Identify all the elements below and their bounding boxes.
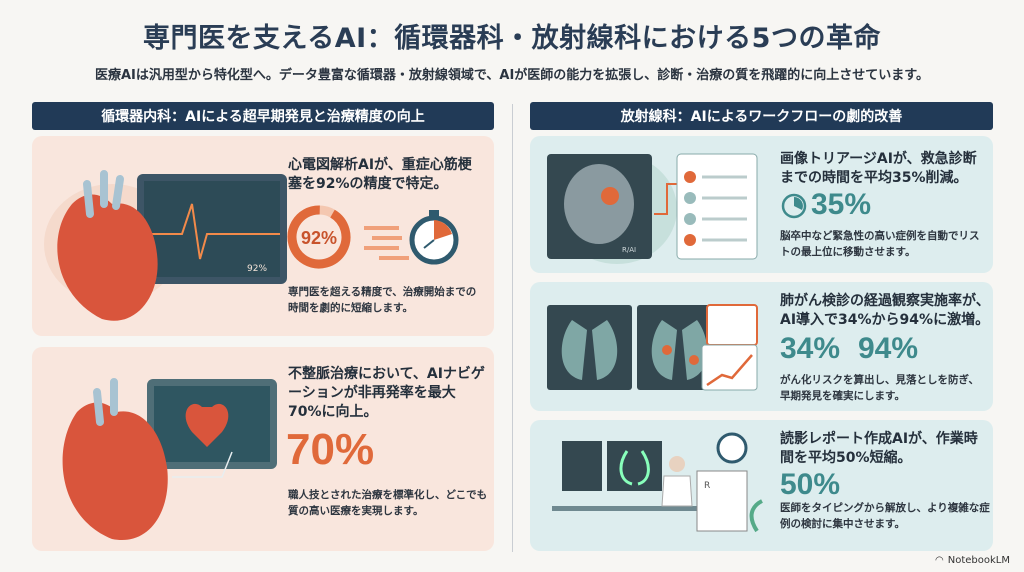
ecg-heading: 心電図解析AIが、重症心筋梗塞を92%の精度で特定。 <box>288 157 472 192</box>
brain-triage-illustration: R/AI <box>547 153 758 264</box>
notebooklm-icon: ◠ <box>935 555 944 566</box>
radiologist-desk-illustration: R <box>552 432 764 533</box>
radiology-header: 放射線科：AIによるワークフローの劇的改善 <box>530 102 993 130</box>
column-divider <box>512 104 513 552</box>
report-heading: 読影レポート作成AIが、作業時間を平均50%短縮。 <box>780 431 978 466</box>
monitor-percent-label: 92% <box>247 264 267 274</box>
accuracy-ring-label: 92% <box>301 228 337 248</box>
arrhythmia-stat: 70% <box>286 425 375 474</box>
lung-stat-after: 94% <box>858 332 919 365</box>
report-label: R <box>704 481 710 491</box>
triage-stat: 35% <box>811 188 872 221</box>
triage-body: 脳卒中など緊急性の高い症例を自動でリストの最上位に移動させます。 <box>780 230 980 258</box>
triage-heading: 画像トリアージAIが、救急診断までの時間を平均35%削減。 <box>780 151 977 186</box>
report-card: R 読影レポート作成AIが、作業時間を平均50%短縮。 50% 医師をタイピング… <box>530 420 993 551</box>
lung-stat-before: 34% <box>780 332 841 365</box>
lung-scan-illustration <box>547 304 758 391</box>
triage-card: R/AI 画像トリアージAIが、救急診断までの時間を平均35%削減。 35% 脳… <box>530 136 993 273</box>
notebooklm-logo: ◠ NotebookLM <box>935 555 1010 566</box>
ecg-body: 専門医を超える精度で、治療開始までの時間を劇的に短縮します。 <box>288 286 477 314</box>
lung-screening-card: 肺がん検診の経過観察実施率が、AI導入で34%から94%に激増。 34% 94%… <box>530 282 993 411</box>
page-subtitle: 医療AIは汎用型から特化型へ。データ豊富な循環器・放射線領域で、AIが医師の能力… <box>95 68 929 83</box>
report-stat: 50% <box>780 468 841 501</box>
page-title: 専門医を支えるAI：循環器科・放射線科における5つの革命 <box>143 23 881 54</box>
scan-label: R/AI <box>622 246 636 254</box>
notebooklm-brand: NotebookLM <box>947 555 1010 566</box>
arrhythmia-heading: 不整脈治療において、AIナビゲーションが非再発率を最大70%に向上。 <box>288 366 485 420</box>
clock-icon <box>781 193 807 219</box>
arrhythmia-body: 職人技とされた治療を標準化し、どこでも質の高い医療を実現します。 <box>288 489 488 517</box>
lung-body: がん化リスクを算出し、見落としを防ぎ、早期発見を確実にします。 <box>780 374 979 402</box>
cardiology-header: 循環器内科：AIによる超早期発見と治療精度の向上 <box>32 102 494 130</box>
report-body: 医師をタイピングから解放し、より複雑な症例の検討に集中させます。 <box>780 502 990 530</box>
arrhythmia-card: 不整脈治療において、AIナビゲーションが非再発率を最大70%に向上。 70% 職… <box>32 347 494 551</box>
lung-heading: 肺がん検診の経過観察実施率が、AI導入で34%から94%に激増。 <box>780 293 990 328</box>
heart-ecg-illustration: 92% <box>44 170 287 321</box>
heart-navigation-illustration <box>62 378 277 541</box>
accuracy-ring-and-stopwatch: 92% <box>287 205 459 269</box>
ecg-card: 92% 心電図解析AIが、重症心筋梗塞を92%の精度で特定。 92% 専門医を超… <box>32 136 494 336</box>
